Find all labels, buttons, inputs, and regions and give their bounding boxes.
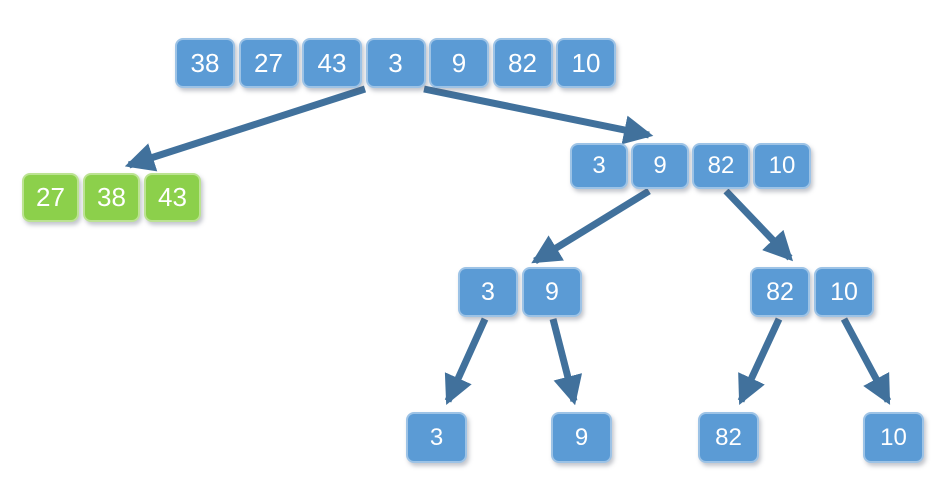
arrow-split-to-sorted-left	[124, 85, 367, 172]
tree-node: 3	[365, 38, 426, 88]
row-pair-left: 3 9	[458, 267, 582, 317]
tree-node: 38	[175, 38, 235, 88]
tree-node: 82	[750, 267, 810, 317]
tree-node-sorted: 38	[83, 173, 140, 222]
tree-node: 82	[492, 38, 553, 88]
arrow-split-to-right-half	[423, 85, 654, 145]
tree-node-sorted: 27	[22, 173, 79, 222]
arrow-pair-left-to-leaf-9	[549, 318, 583, 406]
leaf-node: 9	[551, 412, 612, 463]
tree-node: 43	[302, 38, 362, 88]
tree-node: 82	[692, 143, 750, 189]
tree-node: 3	[458, 267, 518, 317]
arrow-right-half-to-pair-left	[531, 188, 651, 264]
tree-node: 9	[429, 38, 489, 88]
row-pair-right: 82 10	[750, 267, 874, 317]
tree-node: 10	[556, 38, 616, 88]
arrow-pair-left-to-leaf-3	[444, 317, 489, 406]
arrow-pair-right-to-leaf-82	[737, 317, 783, 406]
tree-node: 9	[522, 267, 582, 317]
tree-node: 9	[631, 143, 689, 189]
tree-node: 10	[814, 267, 874, 317]
leaf-node: 10	[863, 412, 924, 463]
tree-node: 3	[570, 143, 628, 189]
tree-node: 27	[238, 38, 299, 88]
tree-node: 10	[753, 143, 811, 189]
arrow-right-half-to-pair-right	[723, 188, 794, 262]
leaf-node: 82	[698, 412, 759, 463]
tree-node-sorted: 43	[144, 173, 201, 222]
row-sorted-left-half: 27 38 43	[22, 173, 201, 222]
row-unsorted-array: 38 27 43 3 9 82 10	[175, 38, 616, 88]
arrow-pair-right-to-leaf-10	[840, 317, 892, 405]
row-right-half: 3 9 82 10	[570, 143, 811, 189]
leaf-node: 3	[406, 412, 467, 463]
